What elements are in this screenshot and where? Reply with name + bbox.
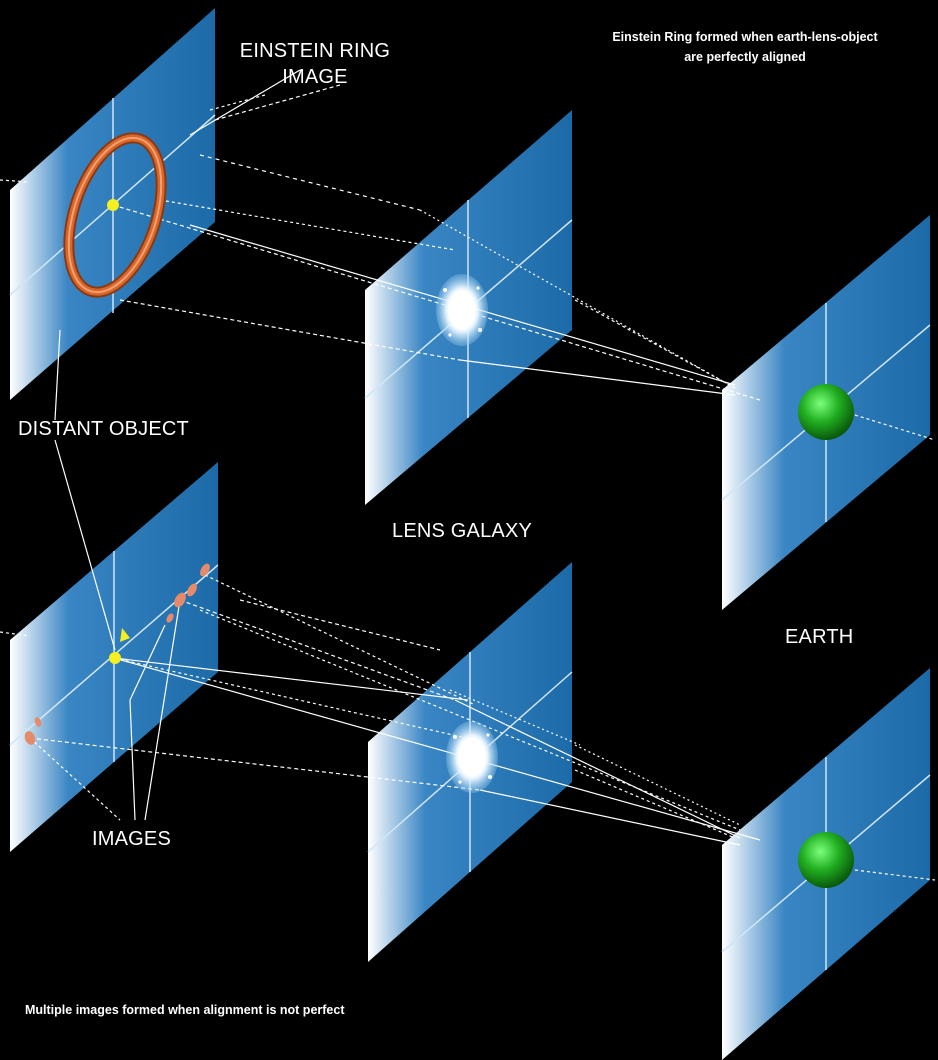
label-images: IMAGES: [92, 828, 171, 850]
caption-top-line1: Einstein Ring formed when earth-lens-obj…: [612, 30, 878, 44]
label-distant-object: DISTANT OBJECT: [18, 418, 189, 440]
aligned-scene: [0, 8, 936, 610]
earth-bottom: [798, 832, 854, 888]
label-lens-galaxy: LENS GALAXY: [392, 520, 533, 542]
light-paths-top: [0, 69, 936, 441]
lens-galaxy-bottom: [446, 721, 498, 793]
light-paths-bottom: [0, 574, 936, 881]
caption-top-line2: are perfectly aligned: [684, 50, 806, 64]
misaligned-scene: [0, 329, 936, 1060]
label-pointers: [54, 329, 116, 651]
distant-object-bottom: [109, 652, 121, 664]
lens-galaxy-top: [436, 274, 488, 346]
lensed-images: [24, 563, 210, 745]
label-earth: EARTH: [785, 626, 854, 648]
einstein-ring: [63, 132, 167, 298]
distant-object-top: [107, 199, 119, 211]
label-einstein-ring-image: EINSTEIN RING IMAGE: [239, 40, 391, 88]
earth-top: [798, 384, 854, 440]
distant-object-marker: [120, 628, 130, 642]
caption-bottom: Multiple images formed when alignment is…: [25, 1003, 345, 1017]
